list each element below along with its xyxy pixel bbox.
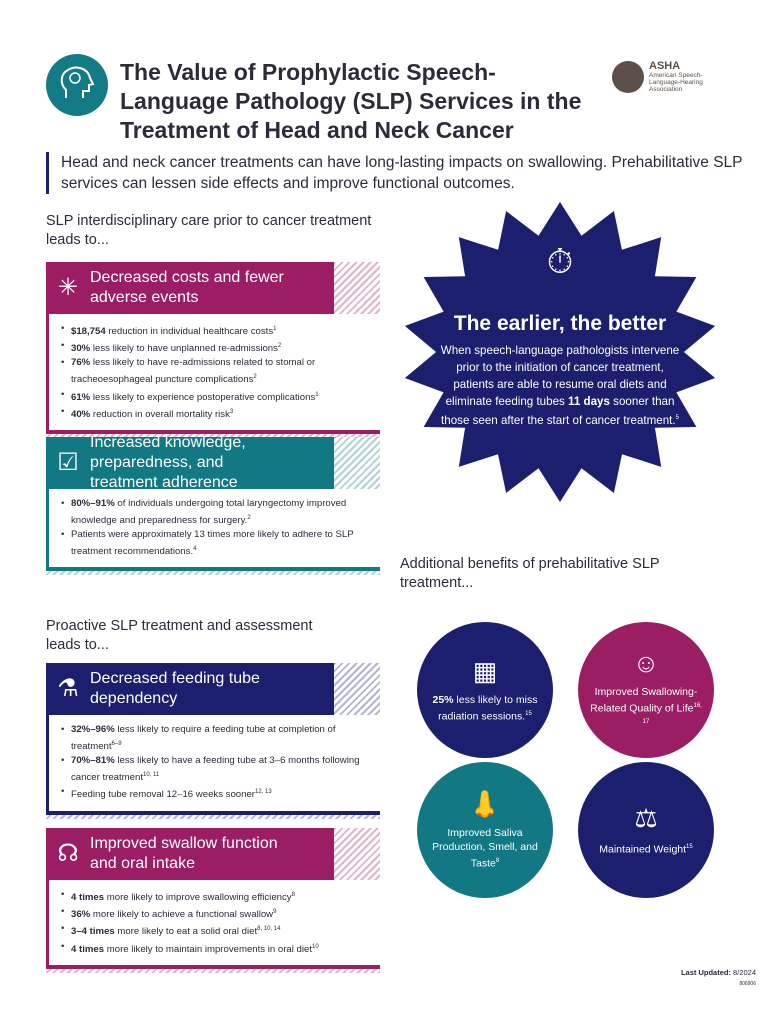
page-title: The Value of Prophylactic Speech-Languag… [120,59,582,143]
updated-label: Last Updated: [680,968,731,977]
card: ✳ Decreased costs and fewer adverse event… [46,262,380,438]
asha-logo-mark [612,60,644,93]
starburst-title: The earlier, the better [453,312,667,335]
nose-icon: 👃 [468,788,502,819]
benefit-text: Maintained Weight15 [599,843,693,856]
card: ☊ Improved swallow function and oral inta… [46,828,380,973]
benefit-text: 25% less likely to miss radiation sessio… [432,693,538,723]
card-title: Increased knowledge, preparedness, and t… [90,434,246,491]
benefits-heading: Additional benefits of prehabilitative S… [400,556,660,591]
list-item: 30% less likely to have unplanned re-adm… [59,339,370,356]
stopwatch-icon: ⏱ [546,243,574,281]
swallow-icon: ☊ [57,840,79,867]
calendar-icon: ▦ [472,655,498,686]
benefit-circle: ⚖ Maintained Weight15 [578,762,714,898]
doc-code: 806906 [739,981,756,987]
updated-date: 8/2024 [733,968,756,977]
feeding-tube-icon: ⚗ [57,675,79,702]
starburst [404,202,716,502]
card-title: Decreased feeding tube dependency [90,670,260,707]
starburst-shape [404,202,716,502]
starburst-body: When speech-language pathologists interv… [440,344,680,427]
scale-icon: ⚖ [634,802,658,833]
starburst-text: ⏱ The earlier, the better When speech-la… [440,243,680,429]
list-item: 4 times more likely to maintain improvem… [59,940,370,957]
intro-text: Head and neck cancer treatments can have… [46,152,746,194]
card: ☑ Increased knowledge, preparedness, and … [46,434,380,576]
list-item: 36% more likely to achieve a functional … [59,905,370,922]
org-short: ASHA [649,60,681,72]
checklist-icon: ☑ [57,449,79,476]
list-item: 70%–81% less likely to have a feeding tu… [59,754,370,785]
benefit-text: Improved Swallowing-Related Quality of L… [590,685,702,726]
list-item: 76% less likely to have re-admissions re… [59,356,370,387]
section-heading-2: Proactive SLP treatment and assessment l… [46,618,313,653]
list-item: Patients were approximately 13 times mor… [59,528,370,559]
benefit-circle: ☺ Improved Swallowing-Related Quality of … [578,622,714,758]
benefit-circle: ▦ 25% less likely to miss radiation sessi… [417,622,553,758]
list-item: $18,754 reduction in individual healthca… [59,322,370,339]
card-title: Improved swallow function and oral intak… [90,835,278,872]
list-item: 4 times more likely to improve swallowin… [59,888,370,905]
card-title: Decreased costs and fewer adverse events [90,269,284,306]
list-item: 80%–91% of individuals undergoing total … [59,497,370,528]
medical-cost-icon: ✳ [57,274,79,301]
list-item: 32%–96% less likely to require a feeding… [59,723,370,754]
head-icon [46,54,108,116]
org-full: American Speech-Language-Hearing Associa… [649,72,703,93]
list-item: 3–4 times more likely to eat a solid ora… [59,922,370,939]
card: ⚗ Decreased feeding tube dependency 32%–96… [46,663,380,819]
list-item: Feeding tube removal 12–16 weeks sooner1… [59,785,370,802]
asha-logo: ASHA American Speech-Language-Hearing As… [612,60,719,93]
section-heading-1: SLP interdisciplinary care prior to canc… [46,213,372,248]
smile-icon: ☺ [632,647,660,678]
benefit-circle: 👃 Improved Saliva Production, Smell, and … [417,762,553,898]
footer: Last Updated: 8/2024 806906 [681,968,756,987]
benefit-text: Improved Saliva Production, Smell, and T… [432,826,538,870]
list-item: 40% reduction in overall mortality risk3 [59,405,370,422]
list-item: 61% less likely to experience postoperat… [59,388,370,405]
